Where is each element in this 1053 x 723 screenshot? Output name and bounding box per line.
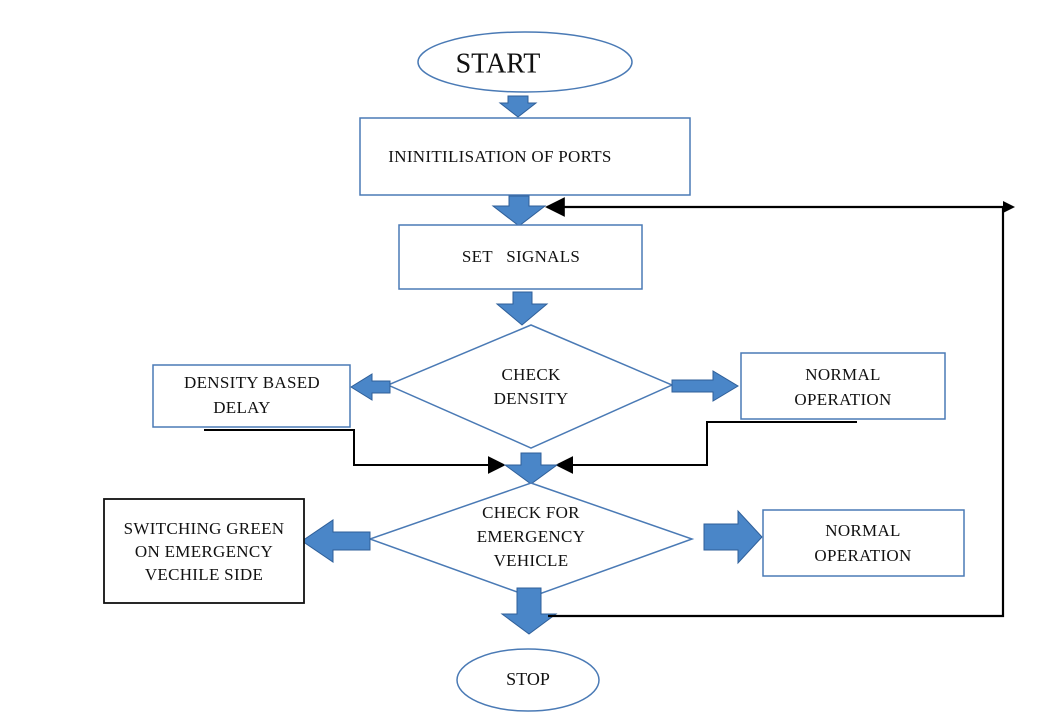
- normal-operation-2-line-2: OPERATION: [814, 546, 911, 565]
- stop-node: STOP: [456, 648, 600, 712]
- switching-green-box: SWITCHING GREEN ON EMERGENCY VECHILE SID…: [103, 498, 305, 604]
- normal-operation-box-1: NORMAL OPERATION: [740, 352, 946, 420]
- down-arrow-4: [503, 452, 559, 485]
- start-node: START: [417, 31, 633, 93]
- normal-operation-1-line-2: OPERATION: [794, 390, 891, 409]
- merge-line-left: [204, 429, 506, 474]
- switching-green-line-2: ON EMERGENCY: [135, 542, 273, 561]
- check-density-line-2: DENSITY: [494, 389, 569, 408]
- left-arrow-switching: [301, 519, 371, 563]
- start-label: START: [456, 48, 541, 79]
- check-emergency-line-3: VEHICLE: [494, 551, 569, 570]
- check-density-line-1: CHECK: [501, 365, 561, 384]
- check-emergency-line-1: CHECK FOR: [482, 503, 580, 522]
- check-emergency-diamond: CHECK FOR EMERGENCY VEHICLE: [367, 482, 695, 598]
- check-emergency-line-2: EMERGENCY: [477, 527, 585, 546]
- normal-operation-box-2: NORMAL OPERATION: [762, 509, 965, 577]
- density-delay-box: DENSITY BASED DELAY: [152, 364, 351, 428]
- switching-green-line-1: SWITCHING GREEN: [124, 519, 285, 538]
- down-arrow-1: [498, 95, 538, 118]
- down-arrow-5: [500, 587, 558, 635]
- switching-green-line-3: VECHILE SIDE: [145, 565, 263, 584]
- feedback-corner-arrow: [1003, 201, 1015, 213]
- normal-operation-1-line-1: NORMAL: [805, 365, 880, 384]
- stop-label: STOP: [506, 669, 550, 689]
- right-arrow-normal-1: [671, 370, 739, 402]
- density-delay-line-1: DENSITY BASED: [184, 373, 320, 392]
- check-density-diamond: CHECK DENSITY: [386, 324, 674, 449]
- right-arrow-normal-2: [703, 509, 763, 565]
- normal-operation-2-line-1: NORMAL: [825, 521, 900, 540]
- init-ports-label: ININITILISATION OF PORTS: [388, 147, 611, 166]
- feedback-loop-line: [545, 197, 1005, 618]
- set-signals-label: SET SIGNALS: [462, 247, 580, 266]
- set-signals-box: SET SIGNALS: [398, 224, 643, 290]
- init-ports-box: ININITILISATION OF PORTS: [359, 117, 691, 196]
- down-arrow-3: [495, 291, 549, 326]
- density-delay-line-2: DELAY: [213, 398, 271, 417]
- merge-line-right: [555, 421, 857, 474]
- left-arrow-density: [350, 373, 391, 401]
- down-arrow-2: [491, 195, 547, 227]
